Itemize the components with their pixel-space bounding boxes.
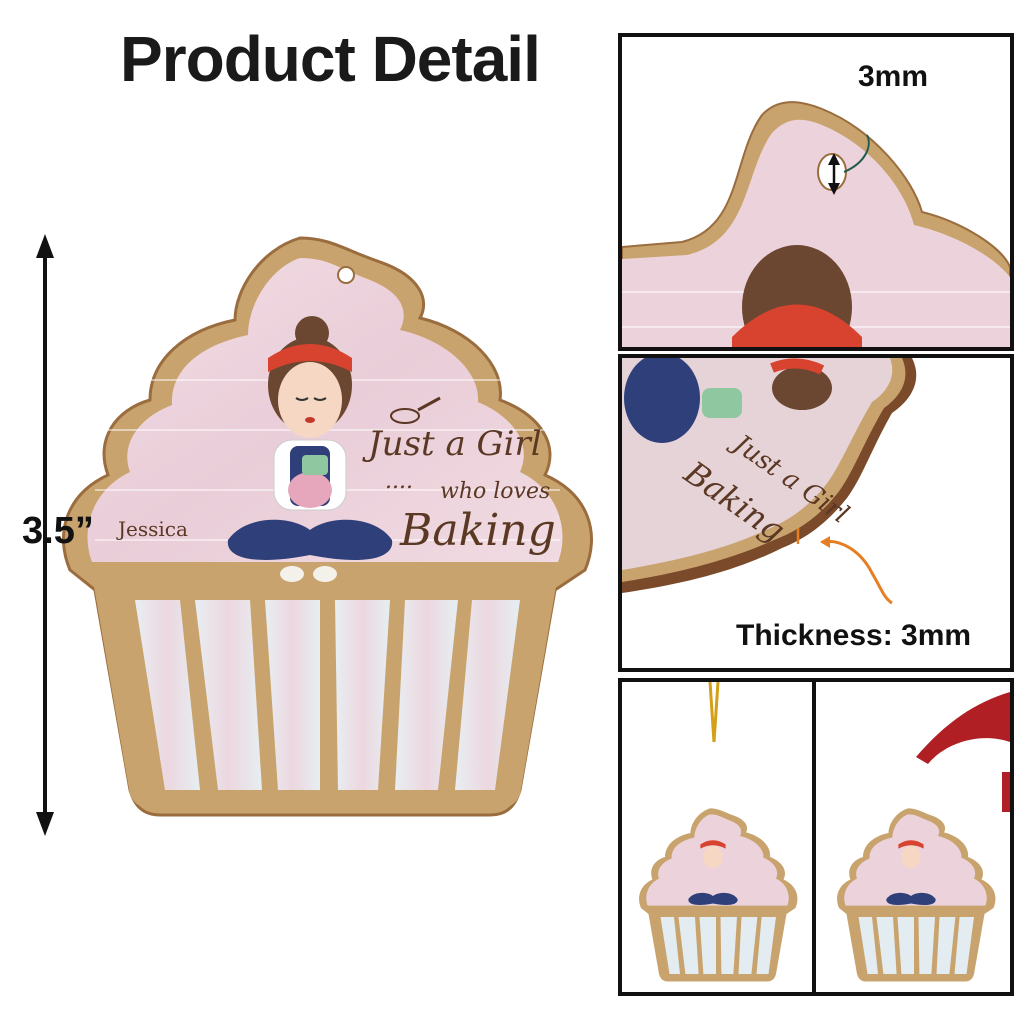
wrapper-slats — [135, 600, 520, 790]
thickness-label: Thickness: 3mm — [736, 619, 972, 652]
hole-detail-figure — [622, 37, 1010, 347]
tagline-line2: who loves — [440, 479, 550, 504]
gold-string-ornament — [622, 682, 812, 992]
whisk-icon — [390, 396, 441, 424]
girl-illustration — [227, 316, 393, 582]
red-ribbon-ornament — [816, 682, 1010, 992]
thickness-arrow — [796, 528, 893, 605]
personalized-name: Jessica — [116, 517, 188, 541]
cupcake-ornament: Just a Girl .... who loves Baking Jessic… — [62, 236, 593, 817]
hole-detail-panel — [618, 33, 1014, 351]
thickness-detail-figure: Just a Girl Baking — [622, 358, 1010, 668]
thickness-detail-panel: Just a Girl Baking — [618, 354, 1014, 672]
tagline-line1: Just a Girl — [362, 424, 542, 464]
height-arrow — [36, 234, 54, 836]
height-label: 3.5” — [22, 510, 94, 552]
hole-measure-arrow — [828, 134, 870, 195]
main-ornament-figure: Just a Girl .... who loves Baking Jessic… — [36, 234, 593, 836]
hanging-hole — [337, 266, 355, 284]
hole-size-label: 3mm — [858, 60, 929, 93]
page-title: Product Detail — [120, 23, 541, 95]
gold-string-variant-panel — [618, 678, 816, 996]
red-ribbon-variant-panel — [812, 678, 1014, 996]
tagline-dots: .... — [385, 469, 413, 494]
tagline-line3: Baking — [399, 505, 556, 556]
